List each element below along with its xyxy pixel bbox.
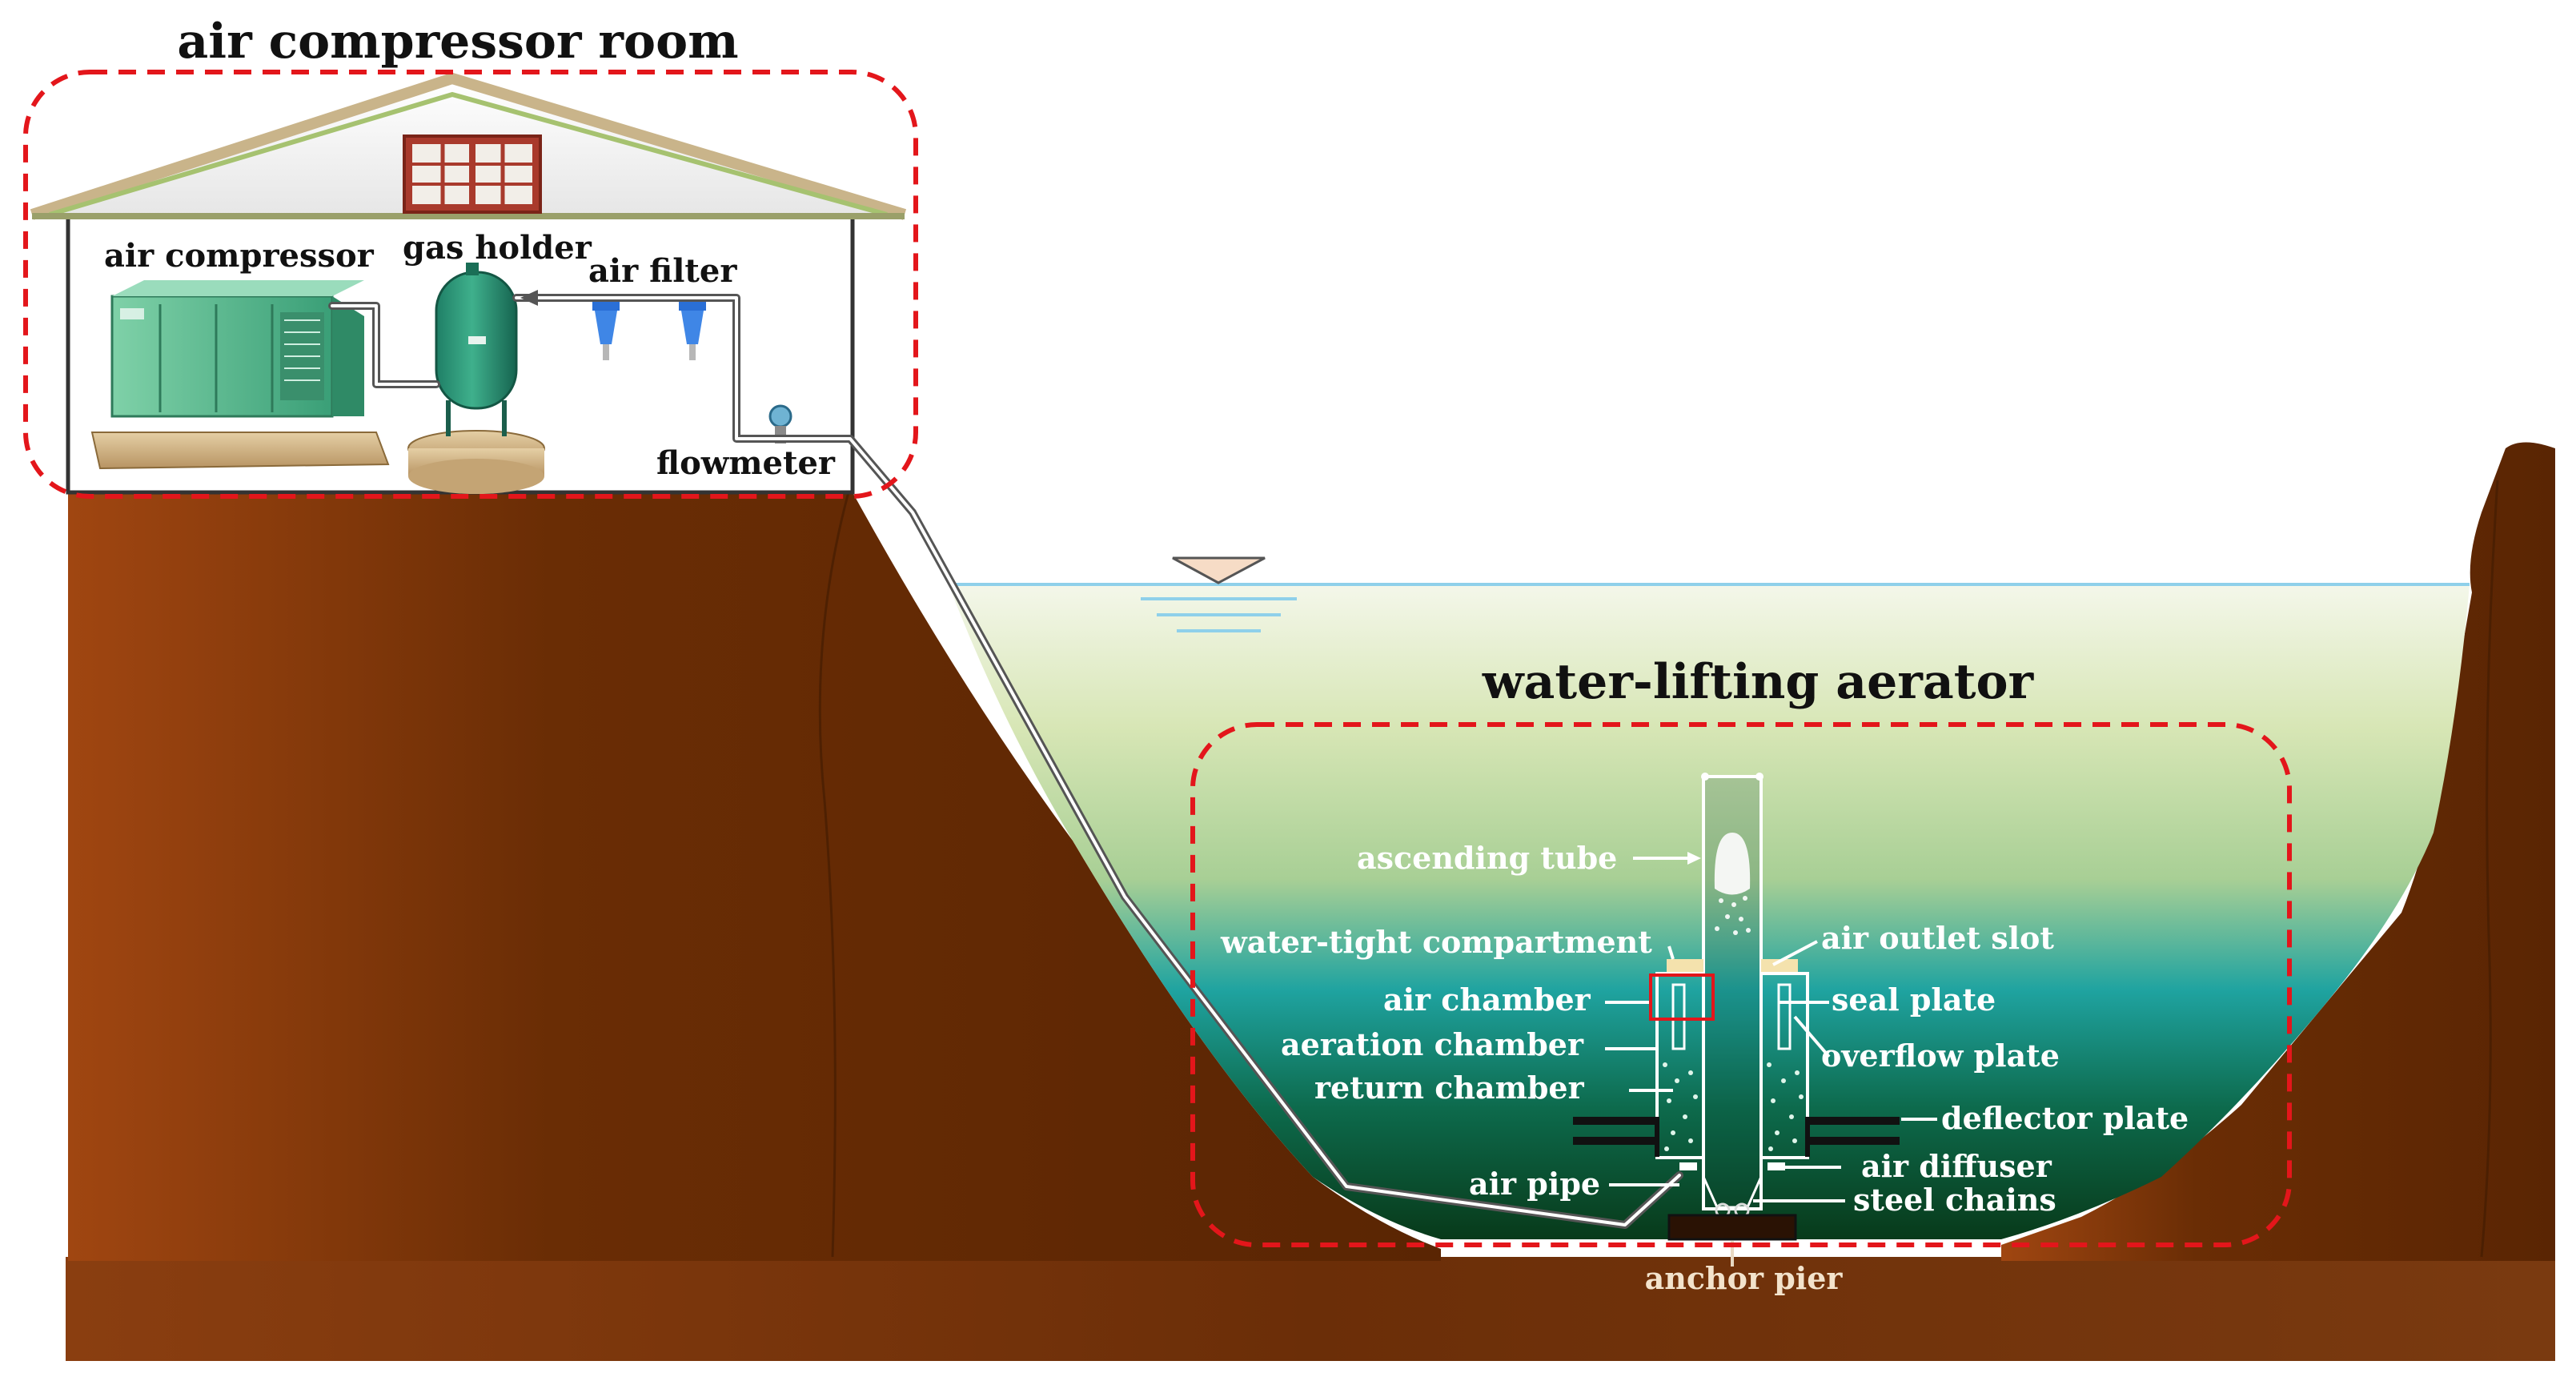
label-steel-chains: steel chains [1853, 1182, 2056, 1218]
label-air-filter: air filter [588, 252, 737, 290]
leader-lines [1605, 852, 1937, 1202]
label-seal-plate: seal plate [1832, 982, 1996, 1018]
flow-arrow [520, 290, 538, 306]
label-overflow-plate: overflow plate [1821, 1038, 2060, 1074]
label-deflector-plate: deflector plate [1941, 1100, 2189, 1136]
window [403, 134, 542, 214]
label-water-tight-compartment: water-tight compartment [1220, 924, 1652, 960]
label-air-chamber: air chamber [1383, 982, 1591, 1018]
water-level-marker [1141, 556, 1297, 632]
air-pipeline-highlight [331, 296, 1681, 1226]
aerator-title: water-lifting aerator [1482, 654, 2035, 710]
right-bank [2001, 442, 2555, 1261]
label-flowmeter: flowmeter [656, 444, 836, 482]
room-dashed-outline [23, 70, 918, 499]
label-anchor-pier: anchor pier [1645, 1260, 1844, 1296]
label-air-outlet-slot: air outlet slot [1821, 920, 2054, 956]
label-air-pipe: air pipe [1469, 1166, 1600, 1202]
gas-holder [407, 263, 545, 494]
reservoir-water [949, 584, 2470, 1239]
label-gas-holder: gas holder [403, 229, 592, 267]
label-air-compressor: air compressor [104, 237, 375, 275]
left-bank [68, 492, 1441, 1261]
label-ascending-tube: ascending tube [1357, 840, 1617, 876]
label-return-chamber: return chamber [1314, 1070, 1585, 1106]
label-aeration-chamber: aeration chamber [1281, 1026, 1584, 1062]
right-bank-texture [2480, 480, 2499, 1258]
water-plume [1714, 833, 1751, 895]
bedrock-base [66, 1257, 2555, 1361]
aerator [1573, 773, 1900, 1267]
aerator-dashed-outline [1190, 722, 2292, 1247]
label-air-diffuser: air diffuser [1861, 1148, 2052, 1184]
air-compressor [90, 280, 390, 470]
left-bank-texture [818, 492, 850, 1258]
room-title: air compressor room [177, 14, 738, 70]
